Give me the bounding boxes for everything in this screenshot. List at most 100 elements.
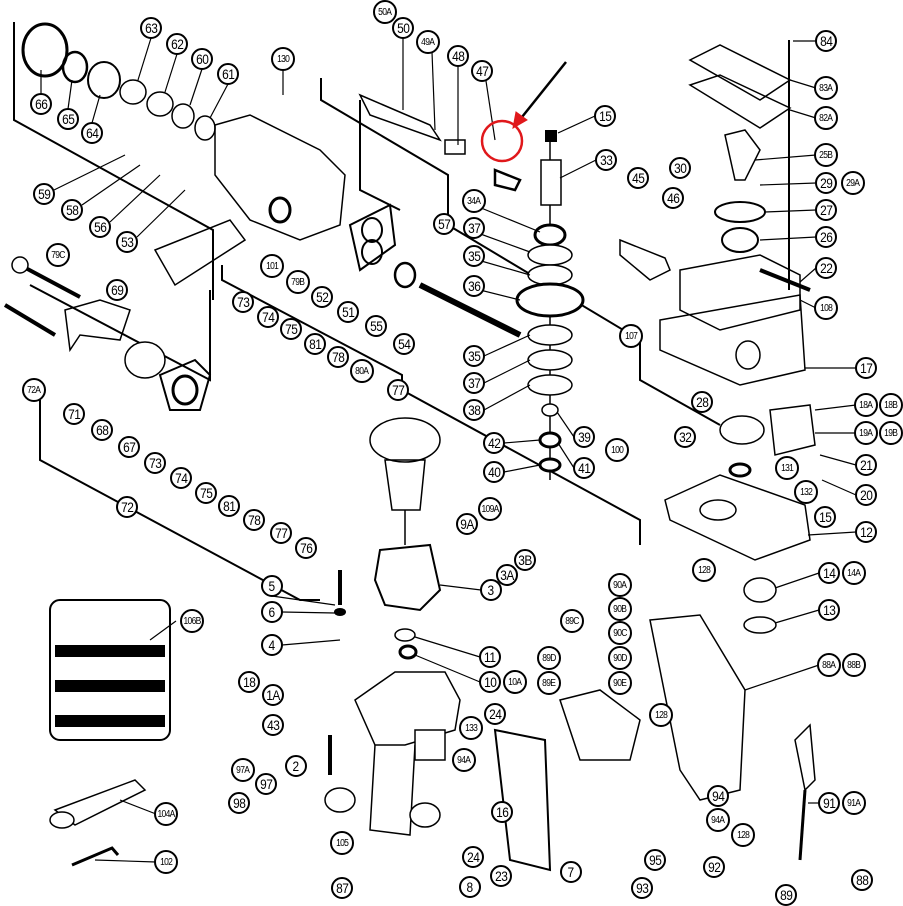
part-callout-72A: 72A bbox=[22, 378, 46, 402]
part-number: 25B bbox=[819, 149, 833, 161]
part-number: 15 bbox=[818, 509, 832, 525]
part-number: 90A bbox=[613, 579, 627, 591]
part-number: 22 bbox=[819, 260, 833, 276]
part-number: 67 bbox=[122, 439, 136, 455]
part-callout-46: 46 bbox=[662, 187, 684, 209]
part-callout-24: 24 bbox=[462, 846, 484, 868]
part-callout-1A: 1A bbox=[262, 684, 284, 706]
part-number: 65 bbox=[61, 111, 75, 127]
crank-arm bbox=[619, 238, 671, 281]
part-callout-61: 61 bbox=[217, 63, 239, 85]
part-callout-43: 43 bbox=[262, 714, 284, 736]
part-number: 51 bbox=[341, 304, 355, 320]
part-number: 73 bbox=[148, 455, 162, 471]
part-callout-29A: 29A bbox=[841, 171, 865, 195]
part-callout-102: 102 bbox=[154, 850, 178, 874]
part-callout-83A: 83A bbox=[814, 76, 838, 100]
part-callout-21: 21 bbox=[855, 454, 877, 476]
armature bbox=[334, 417, 442, 660]
part-number: 94A bbox=[711, 814, 725, 826]
part-number: 78 bbox=[247, 512, 261, 528]
part-callout-90C: 90C bbox=[608, 621, 632, 645]
part-number: 52 bbox=[315, 289, 329, 305]
part-callout-8: 8 bbox=[459, 876, 481, 898]
part-callout-45: 45 bbox=[627, 167, 649, 189]
arrow-head-icon bbox=[512, 111, 528, 129]
part-callout-95: 95 bbox=[644, 849, 666, 871]
part-number: 108 bbox=[819, 302, 833, 314]
part-number: 94A bbox=[457, 754, 471, 766]
side-handle-assembly bbox=[21, 22, 216, 141]
part-number: 17 bbox=[859, 360, 873, 376]
part-callout-80A: 80A bbox=[350, 359, 374, 383]
part-number: 88A bbox=[822, 659, 836, 671]
part-callout-71: 71 bbox=[63, 403, 85, 425]
part-number: 90D bbox=[613, 652, 627, 664]
part-callout-58: 58 bbox=[61, 199, 83, 221]
part-callout-17: 17 bbox=[855, 357, 877, 379]
part-callout-36: 36 bbox=[463, 275, 485, 297]
part-number: 131 bbox=[780, 462, 794, 474]
part-number: 12 bbox=[859, 524, 873, 540]
part-callout-94A: 94A bbox=[706, 808, 730, 832]
part-callout-10: 10 bbox=[479, 671, 501, 693]
part-callout-56: 56 bbox=[89, 216, 111, 238]
part-number: 71 bbox=[67, 406, 81, 422]
part-callout-50A: 50A bbox=[373, 0, 397, 24]
part-callout-90E: 90E bbox=[608, 671, 632, 695]
part-callout-101: 101 bbox=[260, 254, 284, 278]
part-callout-90B: 90B bbox=[608, 597, 632, 621]
part-number: 7 bbox=[567, 864, 575, 880]
part-number: 91 bbox=[822, 795, 836, 811]
part-number: 76 bbox=[299, 540, 313, 556]
part-number: 77 bbox=[274, 525, 288, 541]
part-callout-9A: 9A bbox=[456, 513, 478, 535]
part-number: 128 bbox=[654, 709, 668, 721]
part-number: 5 bbox=[268, 578, 276, 594]
part-number: 2 bbox=[292, 758, 300, 774]
part-callout-69: 69 bbox=[106, 279, 128, 301]
part-callout-94A: 94A bbox=[452, 748, 476, 772]
part-number: 94 bbox=[711, 788, 725, 804]
part-callout-73: 73 bbox=[144, 452, 166, 474]
highlight-circle bbox=[480, 119, 524, 163]
part-callout-12: 12 bbox=[855, 521, 877, 543]
part-number: 38 bbox=[467, 402, 481, 418]
part-number: 90E bbox=[613, 677, 627, 689]
part-callout-128: 128 bbox=[731, 823, 755, 847]
part-callout-23: 23 bbox=[490, 865, 512, 887]
part-callout-7: 7 bbox=[560, 861, 582, 883]
part-number: 3B bbox=[518, 552, 532, 568]
part-number: 49A bbox=[421, 36, 435, 48]
gear-stack bbox=[515, 130, 585, 480]
part-callout-65: 65 bbox=[57, 108, 79, 130]
part-number: 16 bbox=[495, 804, 509, 820]
part-callout-97A: 97A bbox=[231, 758, 255, 782]
part-callout-93: 93 bbox=[631, 877, 653, 899]
part-number: 75 bbox=[284, 321, 298, 337]
part-callout-59: 59 bbox=[33, 183, 55, 205]
part-number: 79C bbox=[51, 249, 65, 261]
part-number: 41 bbox=[577, 460, 591, 476]
part-callout-105: 105 bbox=[330, 831, 354, 855]
part-number: 60 bbox=[195, 51, 209, 67]
part-callout-109A: 109A bbox=[478, 497, 502, 521]
part-number: 80A bbox=[355, 365, 369, 377]
part-callout-88A: 88A bbox=[817, 653, 841, 677]
part-number: 53 bbox=[120, 234, 134, 250]
part-number: 40 bbox=[487, 464, 501, 480]
part-callout-6: 6 bbox=[261, 601, 283, 623]
part-number: 97 bbox=[259, 776, 273, 792]
part-callout-3B: 3B bbox=[514, 549, 536, 571]
part-callout-94: 94 bbox=[707, 785, 729, 807]
part-number: 24 bbox=[488, 706, 502, 722]
part-number: 81 bbox=[308, 336, 322, 352]
part-number: 74 bbox=[174, 470, 188, 486]
part-number: 74 bbox=[261, 309, 275, 325]
part-callout-74: 74 bbox=[170, 467, 192, 489]
part-callout-3A: 3A bbox=[496, 564, 518, 586]
part-number: 78 bbox=[331, 349, 345, 365]
part-callout-128: 128 bbox=[692, 558, 716, 582]
part-number: 8 bbox=[466, 879, 474, 895]
part-number: 24 bbox=[466, 849, 480, 865]
